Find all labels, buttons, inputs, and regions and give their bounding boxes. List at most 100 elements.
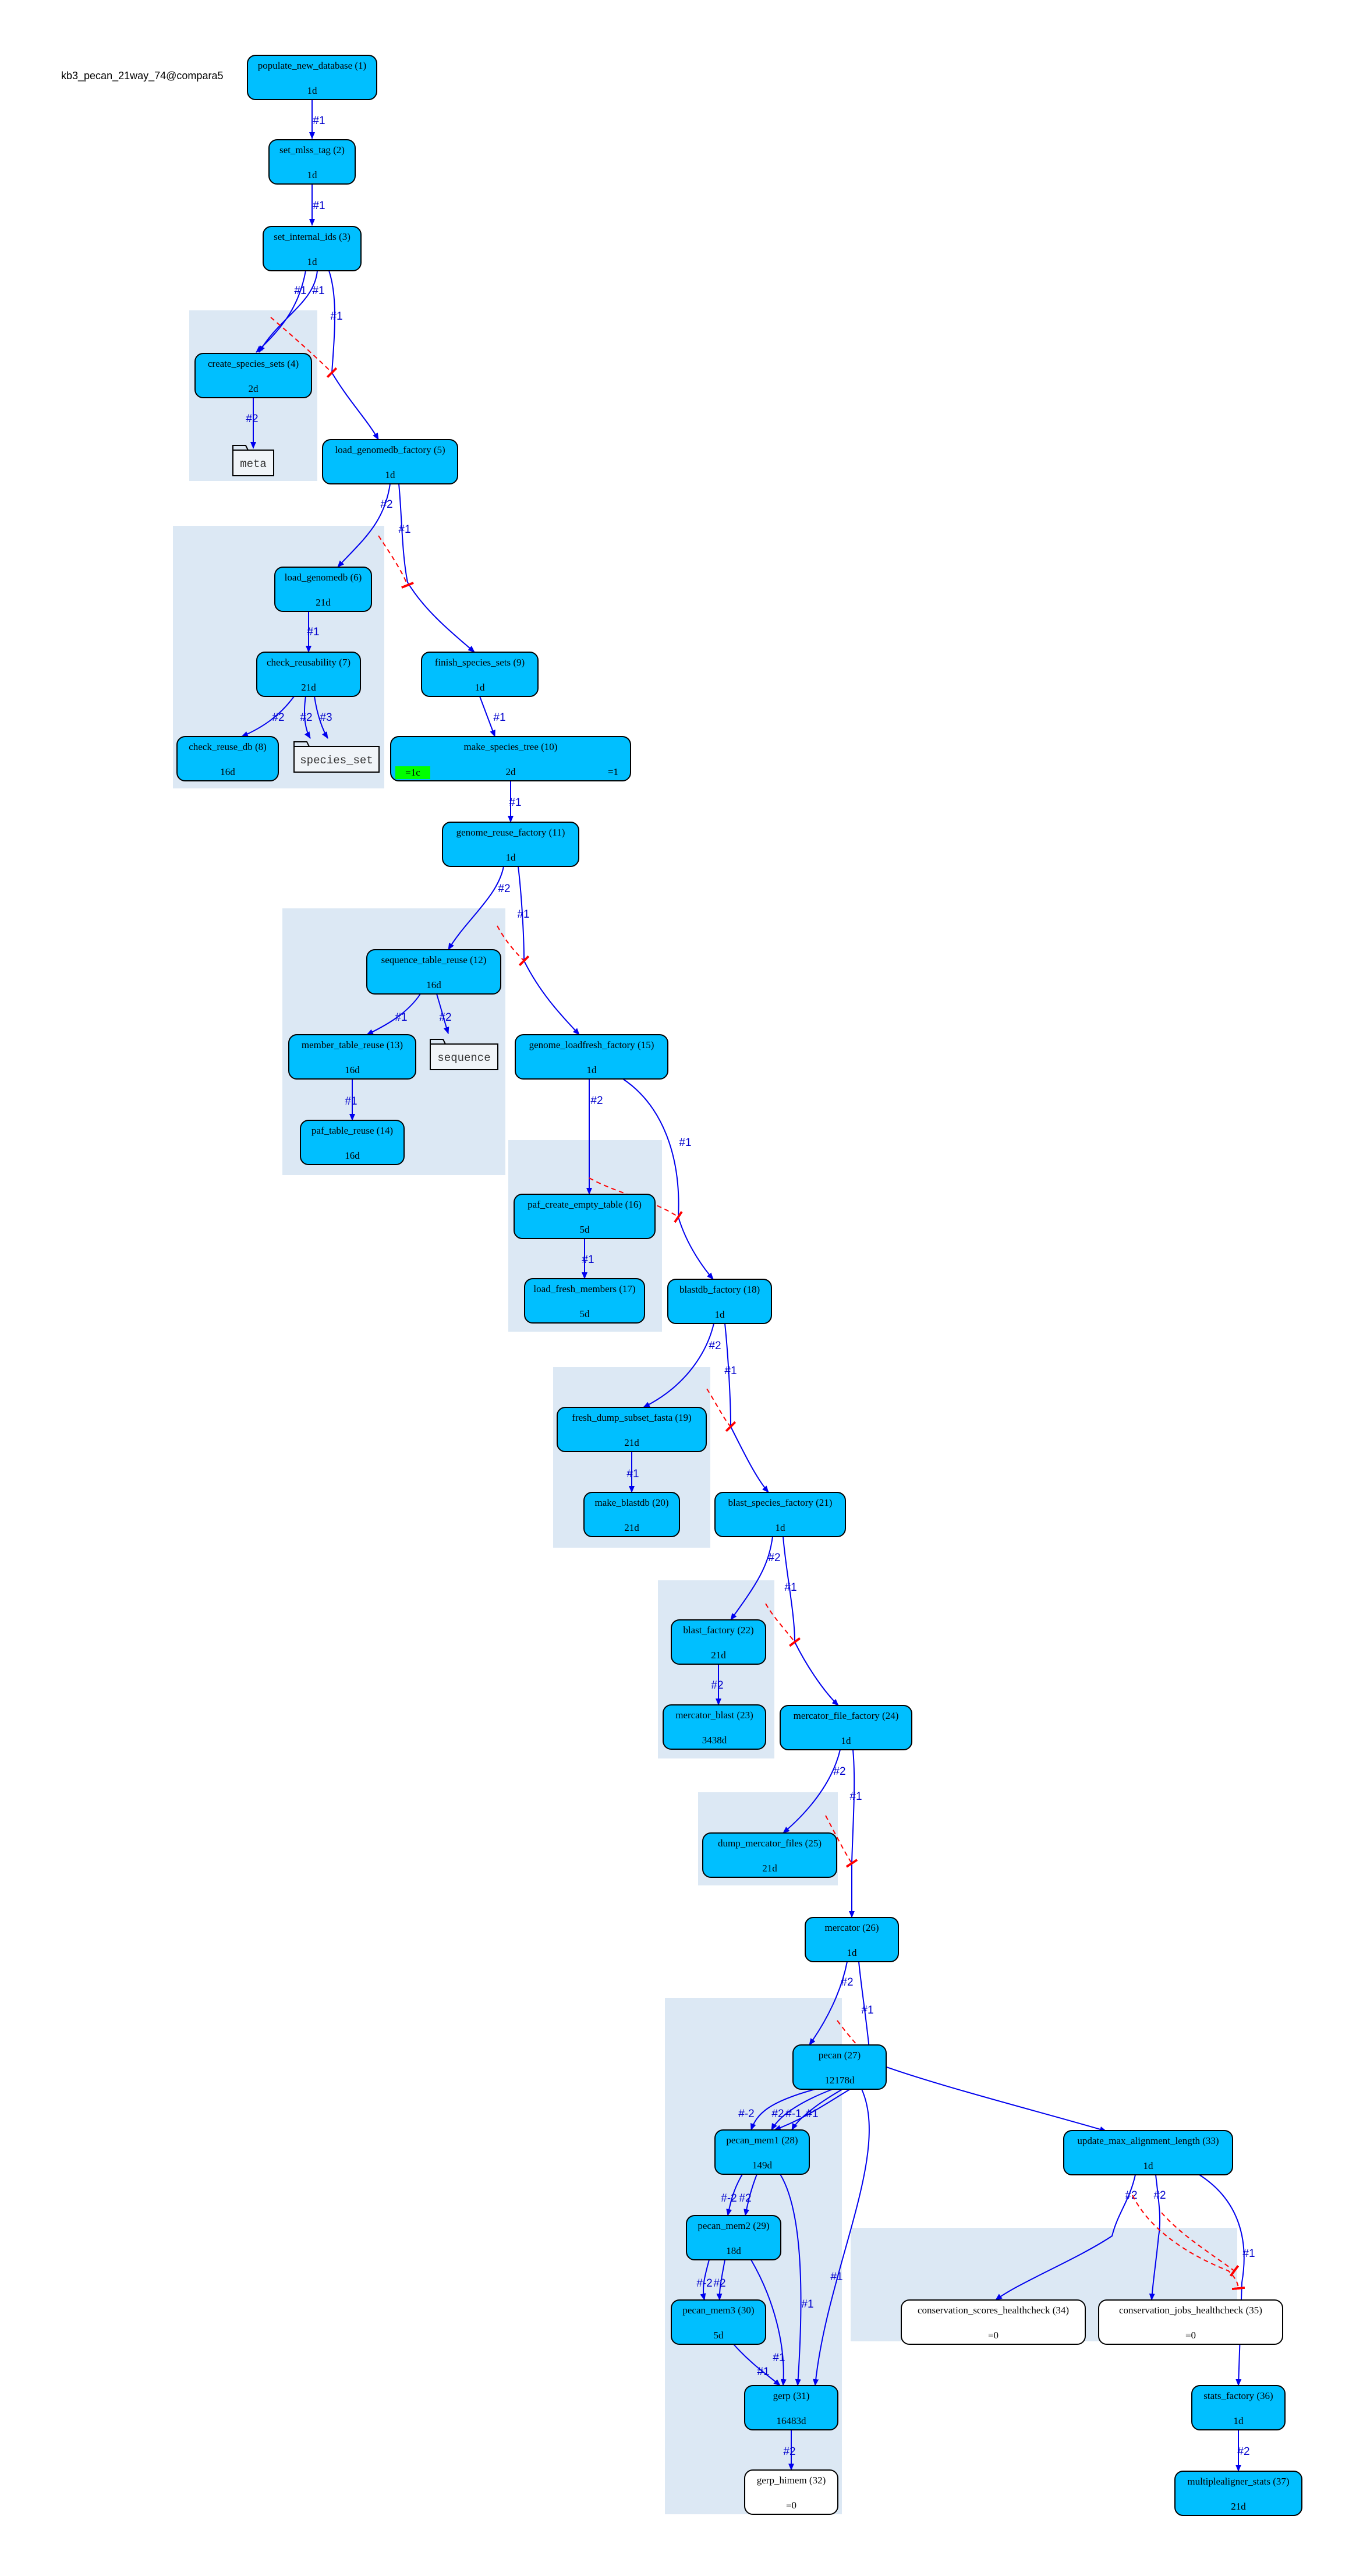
analysis-node-box[interactable] <box>300 1120 405 1165</box>
edge-branch-label: #-1 <box>785 2108 801 2120</box>
analysis-node[interactable]: check_reuse_db (8)16d <box>176 736 279 781</box>
analysis-node-box[interactable] <box>686 2215 781 2260</box>
analysis-node-box[interactable] <box>366 949 501 995</box>
analysis-node[interactable]: pecan (27)12178d <box>792 2044 887 2090</box>
analysis-node[interactable]: paf_table_reuse (14)16d <box>300 1120 405 1165</box>
analysis-node-box[interactable] <box>714 2129 810 2175</box>
analysis-node[interactable]: paf_create_empty_table (16)5d <box>514 1194 656 1239</box>
analysis-node[interactable]: load_genomedb_factory (5)1d <box>322 439 458 484</box>
analysis-node[interactable]: finish_species_sets (9)1d <box>421 652 539 697</box>
analysis-node[interactable]: fresh_dump_subset_fasta (19)21d <box>557 1407 707 1452</box>
analysis-node-box[interactable] <box>667 1279 772 1324</box>
table-node[interactable]: meta <box>232 445 274 476</box>
analysis-status: 18d <box>726 2245 741 2256</box>
analysis-node[interactable]: mercator_blast (23)3438d <box>663 1704 766 1750</box>
analysis-node-box[interactable] <box>671 1619 766 1665</box>
analysis-node-box[interactable] <box>1063 2130 1233 2175</box>
analysis-node-box[interactable] <box>702 1832 837 1878</box>
analysis-node[interactable]: blastdb_factory (18)1d <box>667 1279 772 1324</box>
analysis-node-box[interactable] <box>390 736 631 781</box>
analysis-node[interactable]: make_species_tree (10)2d=1c=1 <box>390 736 631 781</box>
analysis-node[interactable]: genome_reuse_factory (11)1d <box>442 822 579 867</box>
dataflow-edges: #1#1#1#1#1#2#2#1#1#2#2#3#1#1#2#1#1#2#1#2… <box>241 100 1255 2472</box>
dataflow-edge <box>328 270 379 440</box>
analysis-node[interactable]: load_fresh_members (17)5d <box>524 1278 645 1324</box>
analysis-node[interactable]: blast_factory (22)21d <box>671 1619 766 1665</box>
dataflow-edge <box>304 696 311 739</box>
analysis-node[interactable]: check_reusability (7)21d <box>256 652 361 697</box>
analysis-node[interactable]: pecan_mem1 (28)149d <box>714 2129 810 2175</box>
table-box[interactable] <box>430 1043 498 1070</box>
analysis-node-box[interactable] <box>194 353 312 398</box>
analysis-node-box[interactable] <box>421 652 539 697</box>
analysis-node-box[interactable] <box>247 55 377 100</box>
analysis-node[interactable]: member_table_reuse (13)16d <box>288 1034 416 1080</box>
analysis-node-box[interactable] <box>515 1034 668 1080</box>
analysis-node[interactable]: populate_new_database (1)1d <box>247 55 377 100</box>
analysis-node-box[interactable] <box>322 439 458 484</box>
analysis-status: 16d <box>426 979 441 990</box>
analysis-node-box[interactable] <box>583 1492 680 1537</box>
analysis-node-box[interactable] <box>901 2299 1086 2345</box>
analysis-status: 1d <box>307 169 318 181</box>
analysis-node[interactable]: genome_loadfresh_factory (15)1d <box>515 1034 668 1080</box>
analysis-node-box[interactable] <box>744 2385 838 2430</box>
table-node[interactable]: sequence <box>430 1039 498 1070</box>
analysis-node[interactable]: dump_mercator_files (25)21d <box>702 1832 837 1878</box>
analysis-node[interactable]: create_species_sets (4)2d <box>194 353 312 398</box>
analysis-node-box[interactable] <box>442 822 579 867</box>
analysis-node-box[interactable] <box>268 139 356 185</box>
analysis-node-box[interactable] <box>663 1704 766 1750</box>
analysis-node-box[interactable] <box>263 226 362 271</box>
analysis-nodes: populate_new_database (1)1d set_mlss_tag … <box>176 55 1302 2516</box>
edge-branch-label: #1 <box>312 285 324 297</box>
analysis-node-box[interactable] <box>274 567 372 612</box>
analysis-node[interactable]: gerp_himem (32)=0 <box>744 2469 838 2515</box>
analysis-node-box[interactable] <box>744 2469 838 2515</box>
analysis-node-box[interactable] <box>288 1034 416 1080</box>
analysis-node-box[interactable] <box>714 1492 846 1537</box>
analysis-name: member_table_reuse (13) <box>302 1039 403 1050</box>
analysis-node-box[interactable] <box>1191 2385 1286 2430</box>
analysis-node[interactable]: blast_species_factory (21)1d <box>714 1492 846 1537</box>
analysis-status: 5d <box>580 1224 590 1235</box>
analysis-node[interactable]: multiplealigner_stats (37)21d <box>1174 2471 1302 2516</box>
analysis-node[interactable]: pecan_mem3 (30)5d <box>671 2299 766 2345</box>
analysis-node-box[interactable] <box>557 1407 707 1452</box>
edge-branch-label: #1 <box>626 1468 639 1480</box>
analysis-node[interactable]: set_mlss_tag (2)1d <box>268 139 356 185</box>
table-box[interactable] <box>232 450 274 476</box>
analysis-node-box[interactable] <box>805 1917 899 1962</box>
analysis-node[interactable]: stats_factory (36)1d <box>1191 2385 1286 2430</box>
analysis-node-box[interactable] <box>1174 2471 1302 2516</box>
edge-branch-label: #2 <box>380 498 392 511</box>
dataflow-edge <box>750 2259 787 2386</box>
analysis-status: 21d <box>624 1522 639 1533</box>
analysis-node[interactable]: sequence_table_reuse (12)16d <box>366 949 501 995</box>
analysis-node-box[interactable] <box>780 1705 912 1750</box>
analysis-node[interactable]: conservation_scores_healthcheck (34)=0 <box>901 2299 1086 2345</box>
analysis-node-box[interactable] <box>514 1194 656 1239</box>
table-box[interactable] <box>293 746 380 773</box>
analysis-node[interactable]: mercator_file_factory (24)1d <box>780 1705 912 1750</box>
analysis-node[interactable]: conservation_jobs_healthcheck (35)=0 <box>1098 2299 1283 2345</box>
analysis-node-box[interactable] <box>671 2299 766 2345</box>
analysis-status: =0 <box>786 2500 796 2511</box>
analysis-node[interactable]: mercator (26)1d <box>805 1917 899 1962</box>
analysis-node[interactable]: make_blastdb (20)21d <box>583 1492 680 1537</box>
analysis-node[interactable]: load_genomedb (6)21d <box>274 567 372 612</box>
analysis-node[interactable]: set_internal_ids (3)1d <box>263 226 362 271</box>
analysis-node[interactable]: update_max_alignment_length (33)1d <box>1063 2130 1233 2175</box>
analysis-node[interactable]: pecan_mem2 (29)18d <box>686 2215 781 2260</box>
table-node[interactable]: species_set <box>293 741 380 773</box>
analysis-node-box[interactable] <box>792 2044 887 2090</box>
analysis-node-box[interactable] <box>256 652 361 697</box>
edge-branch-label: #1 <box>395 1011 407 1024</box>
analysis-node-box[interactable] <box>1098 2299 1283 2345</box>
analysis-status: 21d <box>301 682 316 693</box>
analysis-node-box[interactable] <box>176 736 279 781</box>
analysis-status: 16d <box>220 766 235 777</box>
analysis-node-box[interactable] <box>524 1278 645 1324</box>
analysis-name: multiplealigner_stats (37) <box>1187 2476 1289 2487</box>
analysis-node[interactable]: gerp (31)16483d <box>744 2385 838 2430</box>
